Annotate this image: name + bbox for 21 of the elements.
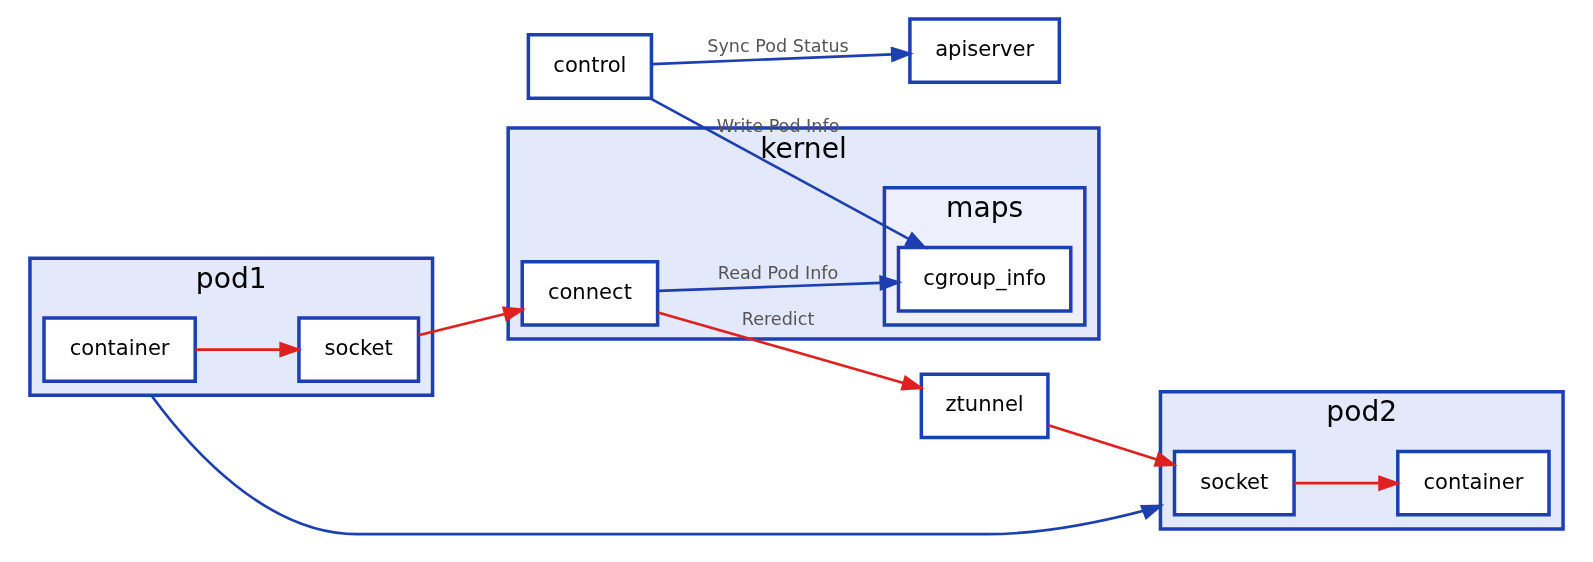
arrow xyxy=(658,274,903,293)
arrow xyxy=(195,341,303,358)
node-box: container xyxy=(42,316,197,383)
arrow xyxy=(651,46,914,66)
arrow xyxy=(649,97,929,250)
node-box: cgroup_info xyxy=(896,245,1073,313)
node-box: ztunnel xyxy=(919,372,1050,440)
node-box: control xyxy=(526,33,654,100)
edge-label: Reredict xyxy=(741,308,815,329)
node-box: container xyxy=(1396,449,1551,517)
edge-label: Read Pod Info xyxy=(717,263,839,284)
node-box: apiserver xyxy=(908,17,1062,85)
arrow xyxy=(657,311,925,391)
arrow xyxy=(150,394,1165,536)
arrow xyxy=(418,306,527,337)
arrow xyxy=(1048,424,1178,467)
edge-label: Sync Pod Status xyxy=(707,36,849,57)
arrow xyxy=(1294,475,1402,492)
node-box: connect xyxy=(520,259,660,327)
node-box: socket xyxy=(1172,449,1296,517)
node-box: socket xyxy=(297,316,421,383)
